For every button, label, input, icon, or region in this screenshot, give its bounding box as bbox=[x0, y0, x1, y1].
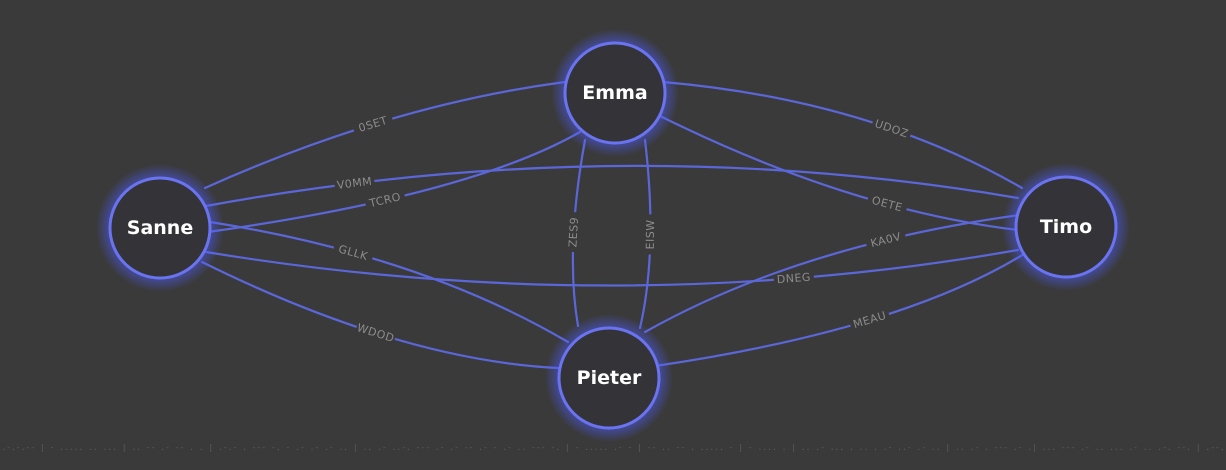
edge-label-gap bbox=[363, 187, 407, 213]
edge-line bbox=[653, 252, 1026, 368]
node-label: Sanne bbox=[127, 217, 193, 239]
edge-line bbox=[658, 114, 1020, 232]
edge-label-gap bbox=[333, 172, 376, 194]
edge-sanne-timo: DNEG bbox=[204, 248, 1020, 288]
edge-pieter-timo: KA0V bbox=[643, 213, 1022, 334]
edge-label-gap bbox=[331, 239, 375, 266]
edge-label: DNEG bbox=[776, 271, 811, 287]
edge-label: WDOD bbox=[355, 321, 396, 345]
edge-label-gap bbox=[848, 306, 892, 334]
edge-emma-pieter: EISW bbox=[638, 138, 659, 330]
edge-pieter-timo: MEAU bbox=[653, 252, 1026, 368]
edge-line bbox=[661, 80, 1024, 190]
edge-sanne-emma: 0SET bbox=[203, 80, 567, 190]
edge-line bbox=[643, 213, 1022, 334]
edge-line bbox=[206, 130, 582, 234]
edge-sanne-pieter: WDOD bbox=[200, 260, 560, 370]
node-circle[interactable] bbox=[557, 326, 661, 430]
node-label: Emma bbox=[582, 82, 647, 104]
edge-line bbox=[208, 220, 570, 344]
edge-label: V0MM bbox=[336, 175, 373, 192]
edge-line bbox=[203, 80, 567, 190]
edge-line bbox=[200, 260, 560, 370]
footer-dotted-text: . .- --- . .-.. . | . .- -- . ... .-.-.-… bbox=[0, 443, 1226, 452]
edge-sanne-emma: TCRO bbox=[206, 130, 582, 234]
edge-label: EISW bbox=[644, 219, 657, 249]
edge-emma-timo: UDOZ bbox=[661, 80, 1024, 190]
node-label: Pieter bbox=[577, 367, 642, 389]
edge-line bbox=[204, 164, 1020, 208]
node-emma[interactable]: Emma bbox=[551, 29, 679, 157]
edge-label-gap bbox=[354, 319, 398, 347]
node-circle[interactable] bbox=[108, 176, 212, 280]
edge-sanne-pieter: GLLK bbox=[208, 220, 570, 344]
edge-label-gap bbox=[773, 268, 815, 288]
node-circle[interactable] bbox=[1014, 175, 1118, 279]
edge-sanne-timo: V0MM bbox=[204, 164, 1020, 208]
edge-label-gap bbox=[865, 191, 909, 218]
edge-label-gap bbox=[870, 114, 914, 143]
edge-emma-timo: OETE bbox=[658, 114, 1020, 232]
edge-emma-pieter: ZES9 bbox=[564, 138, 587, 328]
edge-label-gap bbox=[351, 110, 395, 138]
edge-label-gap bbox=[864, 227, 908, 253]
node-pieter[interactable]: Pieter bbox=[545, 314, 673, 442]
node-timo[interactable]: Timo bbox=[1002, 163, 1130, 291]
edge-line bbox=[204, 248, 1020, 287]
edge-label-gap bbox=[564, 211, 583, 253]
node-sanne[interactable]: Sanne bbox=[96, 164, 224, 292]
edge-label-gap bbox=[642, 214, 659, 255]
node-circle[interactable] bbox=[563, 41, 667, 145]
node-label: Timo bbox=[1040, 216, 1092, 238]
edge-label: ZES9 bbox=[566, 217, 581, 248]
